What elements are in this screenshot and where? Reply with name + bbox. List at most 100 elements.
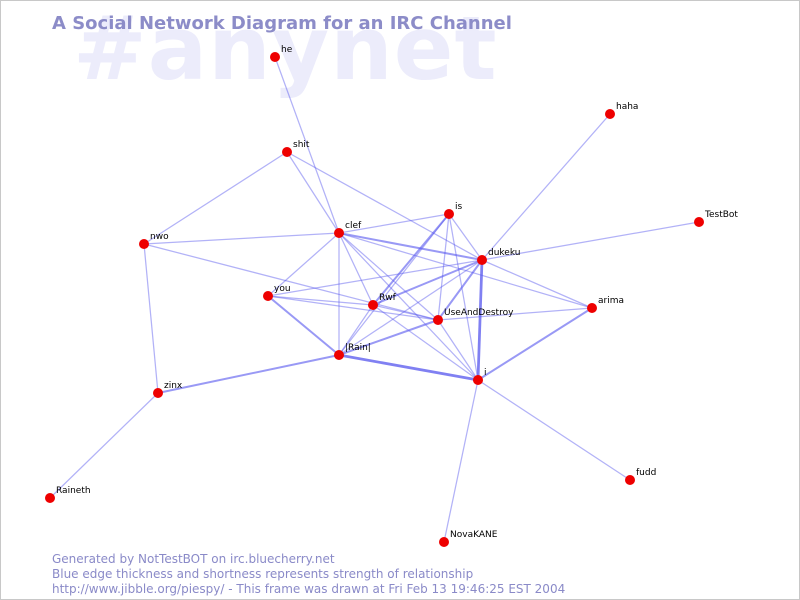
footer-generated-by: Generated by NotTestBOT on irc.bluecherr… bbox=[52, 552, 335, 566]
edge-you-Rwf bbox=[267, 295, 374, 306]
edge-you-Rain bbox=[267, 295, 340, 356]
node-dukeku[interactable]: dukeku bbox=[477, 248, 520, 265]
node-arima[interactable]: arima bbox=[587, 296, 624, 313]
node-fudd[interactable]: fudd bbox=[625, 468, 656, 485]
node-i[interactable]: i bbox=[473, 368, 487, 385]
edge-nwo-zinx bbox=[143, 243, 159, 394]
edge-zinx-Raineth bbox=[49, 392, 159, 499]
node-label: nwo bbox=[150, 232, 169, 242]
edge-i-fudd bbox=[477, 379, 631, 481]
node-clef[interactable]: clef bbox=[334, 221, 362, 238]
node-label: you bbox=[274, 284, 291, 294]
node-zinx[interactable]: zinx bbox=[153, 381, 183, 398]
edge-TestBot-dukeku bbox=[481, 221, 700, 261]
edge-nwo-UseAndDestroy bbox=[143, 243, 439, 321]
edge-Rwf-i bbox=[372, 304, 479, 381]
node-label: is bbox=[455, 202, 463, 212]
edge-clef-you bbox=[267, 232, 340, 297]
edge-is-dukeku bbox=[448, 213, 483, 261]
page-title: A Social Network Diagram for an IRC Chan… bbox=[52, 13, 512, 34]
edge-layer bbox=[49, 56, 700, 543]
edge-shit-nwo bbox=[143, 151, 288, 245]
node-label: arima bbox=[598, 296, 624, 306]
node-you[interactable]: you bbox=[263, 284, 291, 301]
edge-dukeku-you bbox=[267, 259, 483, 297]
node-label: fudd bbox=[636, 468, 656, 478]
footer: Generated by NotTestBOT on irc.bluecherr… bbox=[52, 552, 565, 597]
edge-is-Rain bbox=[338, 213, 450, 356]
edge-haha-dukeku bbox=[481, 113, 611, 261]
node-NovaKANE[interactable]: NovaKANE bbox=[439, 530, 498, 547]
edge-you-UseAndDestroy bbox=[267, 295, 439, 321]
edge-clef-arima bbox=[338, 232, 593, 309]
edge-Rwf-UseAndDestroy bbox=[372, 304, 439, 321]
node-label: dukeku bbox=[488, 248, 520, 258]
node-label: Rwf bbox=[379, 293, 397, 303]
node-label: haha bbox=[616, 102, 638, 112]
node-dot bbox=[368, 300, 378, 310]
node-label: zinx bbox=[164, 381, 183, 391]
edge-clef-UseAndDestroy bbox=[338, 232, 439, 321]
node-label: NovaKANE bbox=[450, 530, 498, 540]
node-Raineth[interactable]: Raineth bbox=[45, 486, 91, 503]
node-dot bbox=[694, 217, 704, 227]
edge-is-Rwf bbox=[372, 213, 450, 306]
node-dot bbox=[605, 109, 615, 119]
footer-timestamp: http://www.jibble.org/piespy/ - This fra… bbox=[52, 582, 566, 596]
edge-Rain-i bbox=[338, 353, 479, 382]
node-label: i bbox=[484, 368, 487, 378]
edge-clef-i bbox=[338, 232, 479, 381]
node-dot bbox=[473, 375, 483, 385]
node-dot bbox=[444, 209, 454, 219]
node-label: clef bbox=[345, 221, 362, 231]
channel-watermark: #anynet bbox=[73, 0, 498, 100]
edge-dukeku-UseAndDestroy bbox=[437, 259, 483, 321]
edge-i-NovaKANE bbox=[443, 379, 479, 543]
edge-clef-is bbox=[338, 213, 450, 234]
edge-shit-clef bbox=[286, 151, 340, 234]
node-dot bbox=[625, 475, 635, 485]
edge-clef-dukeku bbox=[338, 232, 483, 261]
node-dot bbox=[334, 350, 344, 360]
node-nwo[interactable]: nwo bbox=[139, 232, 169, 249]
node-label: TestBot bbox=[704, 210, 738, 220]
node-label: shit bbox=[293, 140, 310, 150]
node-dot bbox=[433, 315, 443, 325]
node-dot bbox=[477, 255, 487, 265]
node-dot bbox=[263, 291, 273, 301]
node-Rain[interactable]: |Rain| bbox=[334, 343, 371, 360]
node-label: he bbox=[281, 45, 293, 55]
node-dot bbox=[334, 228, 344, 238]
edge-is-UseAndDestroy bbox=[437, 213, 450, 321]
edge-dukeku-Rwf bbox=[372, 259, 483, 306]
edge-is-i bbox=[448, 213, 479, 381]
node-haha[interactable]: haha bbox=[605, 102, 638, 119]
node-shit[interactable]: shit bbox=[282, 140, 310, 157]
edge-arima-i bbox=[477, 307, 593, 381]
edge-clef-Rwf bbox=[338, 232, 374, 306]
node-label: Raineth bbox=[56, 486, 91, 496]
edge-UseAndDestroy-Rain bbox=[338, 319, 439, 356]
node-label: UseAndDestroy bbox=[444, 308, 514, 318]
node-is[interactable]: is bbox=[444, 202, 463, 219]
edge-shit-dukeku bbox=[286, 151, 483, 261]
edge-nwo-clef bbox=[143, 232, 340, 245]
edge-he-clef bbox=[274, 56, 340, 234]
node-label: |Rain| bbox=[345, 343, 371, 353]
node-dot bbox=[270, 52, 280, 62]
node-Rwf[interactable]: Rwf bbox=[368, 293, 397, 310]
node-he[interactable]: he bbox=[270, 45, 293, 62]
node-dot bbox=[153, 388, 163, 398]
node-dot bbox=[439, 537, 449, 547]
edge-dukeku-Rain bbox=[338, 259, 483, 356]
node-TestBot[interactable]: TestBot bbox=[694, 210, 738, 227]
edge-Rain-zinx bbox=[157, 354, 340, 394]
node-dot bbox=[139, 239, 149, 249]
node-UseAndDestroy[interactable]: UseAndDestroy bbox=[433, 308, 514, 325]
node-dot bbox=[587, 303, 597, 313]
footer-legend-note: Blue edge thickness and shortness repres… bbox=[52, 567, 474, 581]
edge-UseAndDestroy-i bbox=[437, 319, 479, 381]
edge-Rwf-Rain bbox=[338, 304, 374, 356]
